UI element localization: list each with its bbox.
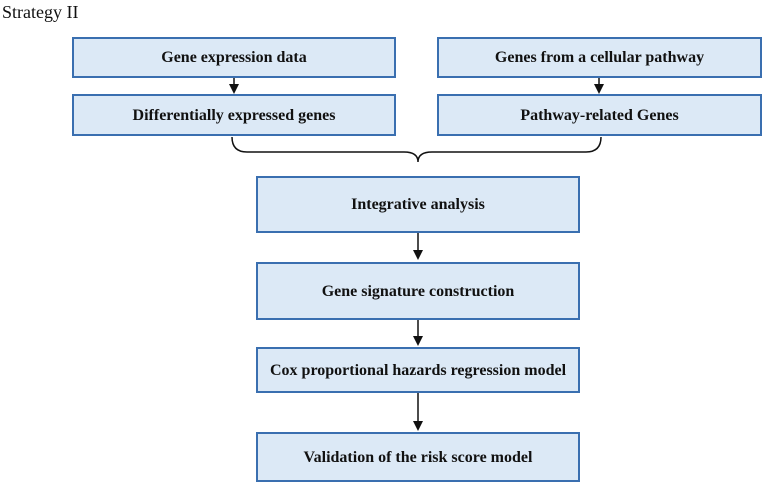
node-label: Pathway-related Genes	[520, 106, 679, 124]
node-genes-from-pathway: Genes from a cellular pathway	[437, 37, 762, 78]
diagram-title: Strategy II	[2, 2, 79, 22]
node-label: Integrative analysis	[351, 196, 485, 213]
node-gene-expression-data: Gene expression data	[72, 37, 396, 78]
node-pathway-related-genes: Pathway-related Genes	[437, 94, 762, 136]
node-integrative-analysis: Integrative analysis	[256, 176, 580, 233]
node-label: Gene signature construction	[321, 282, 515, 300]
merge-brace	[231, 136, 602, 163]
node-label: Cox proportional hazards regression mode…	[270, 361, 567, 379]
node-cox-regression-model: Cox proportional hazards regression mode…	[256, 347, 580, 393]
node-differentially-expressed-genes: Differentially expressed genes	[72, 94, 396, 136]
node-label: Validation of the risk score model	[303, 448, 533, 466]
node-label: Gene expression data	[161, 49, 307, 66]
node-gene-signature-construction: Gene signature construction	[256, 262, 580, 320]
node-validation-risk-score: Validation of the risk score model	[256, 432, 580, 482]
node-label: Genes from a cellular pathway	[494, 49, 705, 66]
node-label: Differentially expressed genes	[132, 106, 336, 124]
